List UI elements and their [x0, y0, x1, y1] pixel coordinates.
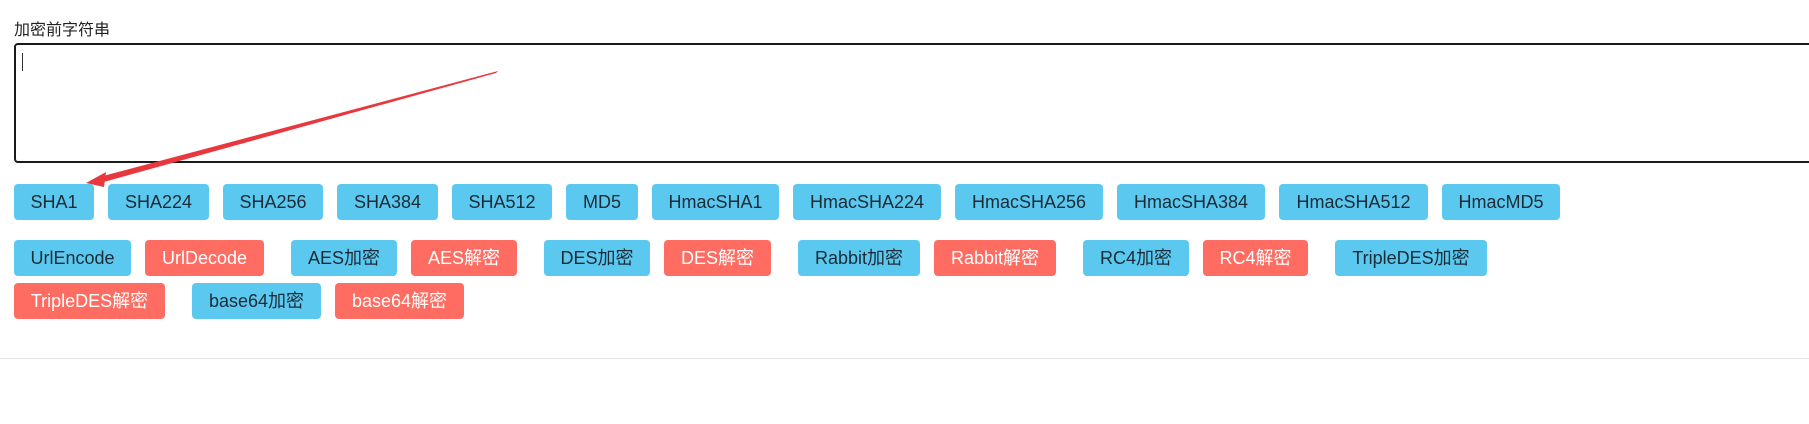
bottom-divider	[0, 358, 1809, 359]
hmacsha224-button[interactable]: HmacSHA224	[793, 184, 941, 220]
base64-encrypt-button[interactable]: base64加密	[192, 283, 321, 319]
text-caret	[22, 53, 23, 71]
hmacsha384-button[interactable]: HmacSHA384	[1117, 184, 1265, 220]
aes-encrypt-button[interactable]: AES加密	[291, 240, 397, 276]
hmacsha1-button[interactable]: HmacSHA1	[652, 184, 779, 220]
rc4-encrypt-button[interactable]: RC4加密	[1083, 240, 1189, 276]
hmacsha512-button[interactable]: HmacSHA512	[1279, 184, 1428, 220]
des-decrypt-button[interactable]: DES解密	[664, 240, 771, 276]
rc4-decrypt-button[interactable]: RC4解密	[1203, 240, 1308, 276]
hmacsha256-button[interactable]: HmacSHA256	[955, 184, 1103, 220]
tripledes-decrypt-button[interactable]: TripleDES解密	[14, 283, 165, 319]
rabbit-encrypt-button[interactable]: Rabbit加密	[798, 240, 920, 276]
sha256-button[interactable]: SHA256	[223, 184, 323, 220]
sha224-button[interactable]: SHA224	[108, 184, 209, 220]
des-encrypt-button[interactable]: DES加密	[544, 240, 650, 276]
sha1-button[interactable]: SHA1	[14, 184, 94, 220]
rabbit-decrypt-button[interactable]: Rabbit解密	[934, 240, 1056, 276]
sha384-button[interactable]: SHA384	[337, 184, 438, 220]
urlencode-button[interactable]: UrlEncode	[14, 240, 131, 276]
md5-button[interactable]: MD5	[566, 184, 638, 220]
tripledes-encrypt-button[interactable]: TripleDES加密	[1335, 240, 1487, 276]
urldecode-button[interactable]: UrlDecode	[145, 240, 264, 276]
sha512-button[interactable]: SHA512	[452, 184, 552, 220]
plaintext-input[interactable]	[14, 43, 1809, 163]
aes-decrypt-button[interactable]: AES解密	[411, 240, 517, 276]
base64-decrypt-button[interactable]: base64解密	[335, 283, 464, 319]
input-label: 加密前字符串	[14, 22, 111, 39]
hmacmd5-button[interactable]: HmacMD5	[1442, 184, 1560, 220]
